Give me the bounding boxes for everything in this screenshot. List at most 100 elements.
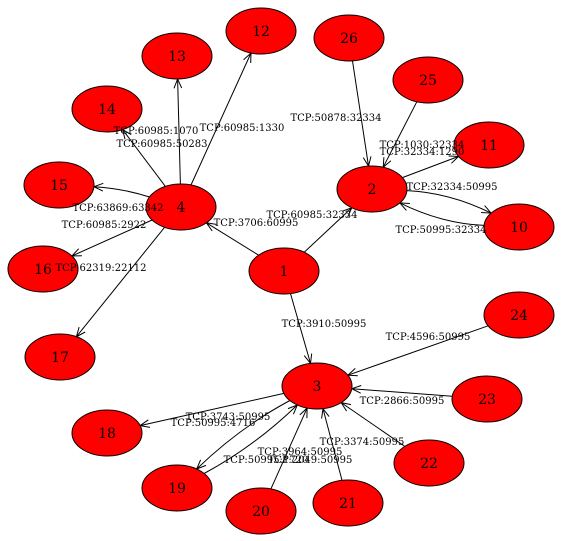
node-label-13: 13: [168, 49, 186, 65]
edge-label-3-18: TCP:3743:50995: [186, 412, 271, 423]
node-22: 22: [393, 439, 465, 487]
node-label-23: 23: [478, 392, 496, 408]
edge-labels-layer: TCP:3706:60995TCP:60985:32334TCP:3910:50…: [55, 113, 497, 466]
edge-4-14: [122, 129, 166, 187]
edge-label-20-3: TCP:3964:50995: [258, 447, 343, 458]
edge-4-15: [93, 186, 150, 198]
node-label-2: 2: [368, 182, 377, 198]
node-ellipse-21: [312, 479, 384, 527]
node-ellipse-13: [141, 32, 213, 80]
node-10: 10: [483, 203, 555, 251]
node-label-11: 11: [480, 138, 498, 154]
node-ellipse-20: [225, 487, 297, 535]
edge-label-19-3: TCP:50995:4716: [171, 418, 256, 429]
node-label-20: 20: [252, 504, 270, 520]
node-label-25: 25: [419, 73, 437, 89]
edge-19-3: [203, 404, 298, 474]
edge-label-23-3: TCP:2866:50995: [360, 396, 445, 407]
node-label-12: 12: [252, 24, 270, 40]
node-13: 13: [141, 32, 213, 80]
node-4: 4: [145, 183, 217, 231]
node-20: 20: [225, 487, 297, 535]
node-label-3: 3: [313, 379, 322, 395]
edge-4-12: [190, 52, 252, 186]
node-ellipse-22: [393, 439, 465, 487]
edge-2-11: [402, 155, 459, 179]
edge-label-1-3: TCP:3910:50995: [282, 319, 367, 330]
node-ellipse-4: [145, 183, 217, 231]
node-ellipse-11: [453, 121, 525, 169]
edge-label-2-10: TCP:32334:50995: [406, 182, 497, 193]
node-ellipse-14: [71, 85, 143, 133]
node-12: 12: [225, 7, 297, 55]
edge-2-10: [406, 190, 492, 214]
node-26: 26: [313, 14, 385, 62]
edge-22-3: [340, 402, 406, 447]
node-14: 14: [71, 85, 143, 133]
node-label-16: 16: [34, 262, 52, 278]
node-label-21: 21: [339, 496, 357, 512]
node-ellipse-23: [451, 375, 523, 423]
node-24: 24: [483, 291, 555, 339]
node-ellipse-17: [24, 333, 96, 381]
node-ellipse-1: [248, 247, 320, 295]
edge-3-19: [196, 400, 291, 470]
node-ellipse-2: [336, 165, 408, 213]
node-label-1: 1: [280, 264, 289, 280]
edge-label-24-3: TCP:4596:50995: [386, 332, 471, 343]
edge-label-3-19: TCP:50995:1720: [224, 455, 309, 466]
node-ellipse-25: [392, 56, 464, 104]
edge-1-3: [290, 293, 311, 364]
edge-label-4-13: TCP:60985:50283: [116, 139, 207, 150]
node-label-4: 4: [177, 200, 186, 216]
edge-label-26-2: TCP:50878:32334: [290, 113, 381, 124]
node-label-17: 17: [51, 350, 69, 366]
node-ellipse-26: [313, 14, 385, 62]
edge-21-3: [322, 408, 343, 481]
node-ellipse-18: [71, 409, 143, 457]
node-ellipse-12: [225, 7, 297, 55]
edge-23-3: [351, 388, 453, 397]
node-label-24: 24: [510, 308, 528, 324]
edge-label-4-16: TCP:60985:2922: [62, 220, 147, 231]
edge-label-4-12: TCP:60985:1330: [200, 123, 285, 134]
edges-layer: [70, 51, 493, 490]
edge-4-13: [177, 78, 181, 185]
node-19: 19: [141, 464, 213, 512]
node-3: 3: [281, 362, 353, 410]
edge-label-2-11: TCP:32334:1290: [380, 147, 465, 158]
edge-label-22-3: TCP:3374:50995: [320, 437, 405, 448]
node-1: 1: [248, 247, 320, 295]
node-label-18: 18: [98, 426, 116, 442]
node-label-19: 19: [168, 481, 186, 497]
edge-25-2: [382, 101, 418, 168]
edge-20-3: [270, 407, 308, 490]
edge-label-1-2: TCP:60985:32334: [266, 210, 357, 221]
node-label-14: 14: [98, 102, 116, 118]
node-label-15: 15: [50, 178, 68, 194]
node-21: 21: [312, 479, 384, 527]
node-2: 2: [336, 165, 408, 213]
edge-label-4-17: TCP:62319:22112: [55, 263, 146, 274]
edge-label-4-15: TCP:63869:63342: [72, 203, 163, 214]
edge-10-2: [399, 202, 485, 226]
edge-label-4-14: TCP:60985:1070: [114, 126, 199, 137]
edge-4-17: [76, 226, 165, 338]
edge-24-3: [347, 325, 489, 376]
node-label-22: 22: [420, 456, 438, 472]
node-17: 17: [24, 333, 96, 381]
edge-26-2: [352, 60, 369, 167]
node-15: 15: [23, 161, 95, 209]
node-label-10: 10: [510, 220, 528, 236]
edge-label-10-2: TCP:50995:32334: [395, 225, 486, 236]
node-ellipse-24: [483, 291, 555, 339]
edge-label-1-4: TCP:3706:60995: [214, 218, 299, 229]
edge-label-21-3: TCP:2049:50995: [268, 455, 353, 466]
node-18: 18: [71, 409, 143, 457]
node-ellipse-16: [7, 245, 79, 293]
node-ellipse-15: [23, 161, 95, 209]
node-ellipse-19: [141, 464, 213, 512]
node-label-26: 26: [340, 31, 358, 47]
node-ellipse-3: [281, 362, 353, 410]
